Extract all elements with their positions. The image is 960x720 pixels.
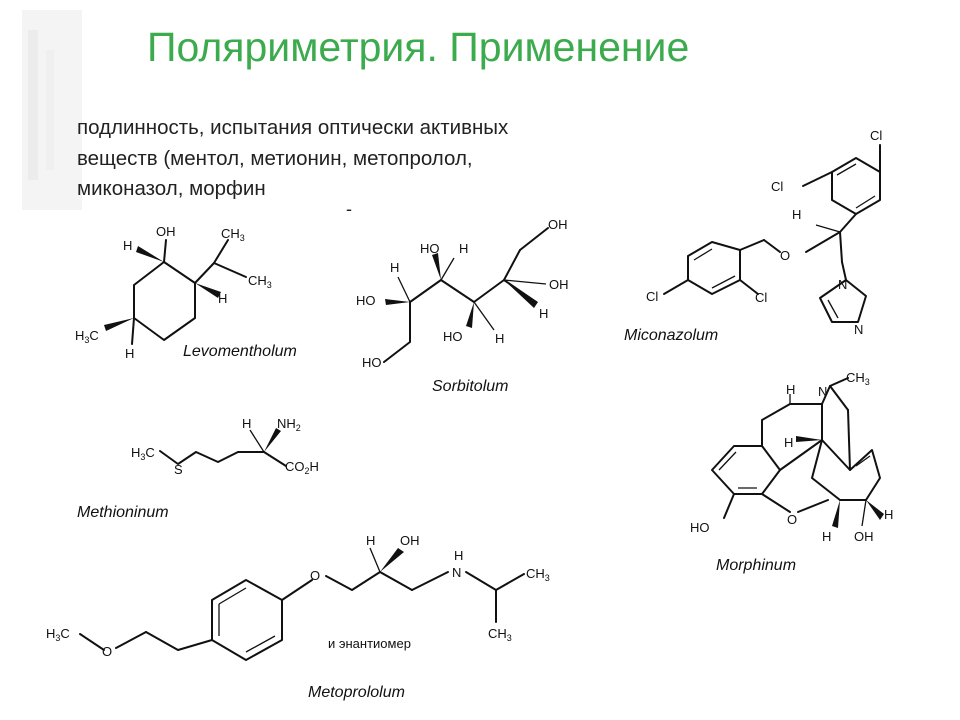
compound-name: Methioninum xyxy=(77,504,169,521)
label: Cl xyxy=(755,290,767,305)
label: Cl xyxy=(771,179,783,194)
label: OH xyxy=(854,529,874,544)
label: Cl xyxy=(870,128,882,143)
label: H xyxy=(242,416,251,431)
label: NH2 xyxy=(277,416,301,433)
label: H xyxy=(784,435,793,450)
morphinum-structure: H N CH3 H HO O H H OH Morphinum xyxy=(690,370,893,574)
label: H xyxy=(884,507,893,522)
label: H3C xyxy=(75,328,99,345)
label: HO xyxy=(356,293,376,308)
label: H xyxy=(822,529,831,544)
intro-line: миконазол, морфин xyxy=(77,177,266,200)
label: H xyxy=(786,382,795,397)
label: O xyxy=(102,644,112,659)
label: H xyxy=(539,306,548,321)
background-decoration xyxy=(22,10,82,210)
label: OH xyxy=(156,224,176,239)
label: O xyxy=(787,512,797,527)
label: H xyxy=(454,548,463,563)
label: CH3 xyxy=(221,226,245,243)
label: H xyxy=(390,260,399,275)
label: H xyxy=(123,238,132,253)
label: HO xyxy=(443,329,463,344)
methioninum-structure: H NH2 H3C S CO2H Methioninum xyxy=(77,416,319,521)
compound-name: Miconazolum xyxy=(624,327,718,344)
label: Cl xyxy=(646,289,658,304)
label: OH xyxy=(548,217,568,232)
label: H xyxy=(459,241,468,256)
compound-name: Metoprololum xyxy=(308,684,405,701)
label: CH3 xyxy=(526,566,550,583)
label: H xyxy=(495,331,504,346)
compound-name: Levomentholum xyxy=(183,343,297,360)
label: O xyxy=(780,248,790,263)
label: CO2H xyxy=(285,459,319,476)
label: O xyxy=(310,568,320,583)
label: HO xyxy=(362,355,382,370)
label: H xyxy=(218,291,227,306)
enantiomer-note: и энантиомер xyxy=(328,636,411,651)
label: H3C xyxy=(46,626,70,643)
label: H xyxy=(125,346,134,361)
sorbitolum-structure: OH HO H H HO OH H HO H HO Sorbitolum xyxy=(356,217,569,395)
label: H xyxy=(792,207,801,222)
label: H3C xyxy=(131,445,155,462)
label: H xyxy=(366,533,375,548)
slide-title: Поляриметрия. Применение xyxy=(147,24,690,70)
label: OH xyxy=(549,277,569,292)
miconazolum-structure: Cl Cl H O Cl Cl N N Miconazolum xyxy=(624,128,882,344)
label: CH3 xyxy=(846,370,870,387)
label: N xyxy=(818,384,827,399)
label: S xyxy=(174,462,183,477)
label: HO xyxy=(690,520,710,535)
metoprololum-structure: H OH O N H CH3 CH3 H3C O и энантиомер Me… xyxy=(46,533,550,701)
levomentholum-structure: OH H CH3 CH3 H H3C H Levomentholum xyxy=(75,224,297,361)
compound-name: Morphinum xyxy=(716,557,796,574)
intro-line: веществ (ментол, метионин, метопролол, xyxy=(77,146,473,170)
label: N xyxy=(854,322,863,337)
intro-paragraph: подлинность, испытания оптически активны… xyxy=(77,113,508,205)
label: OH xyxy=(400,533,420,548)
label: HO xyxy=(420,241,440,256)
label: CH3 xyxy=(248,273,272,290)
compound-name: Sorbitolum xyxy=(432,378,508,395)
dash-mark: - xyxy=(346,199,352,219)
label: N xyxy=(838,277,847,292)
intro-line: подлинность, испытания оптически активны… xyxy=(77,116,509,139)
label: CH3 xyxy=(488,626,512,643)
label: N xyxy=(452,565,461,580)
